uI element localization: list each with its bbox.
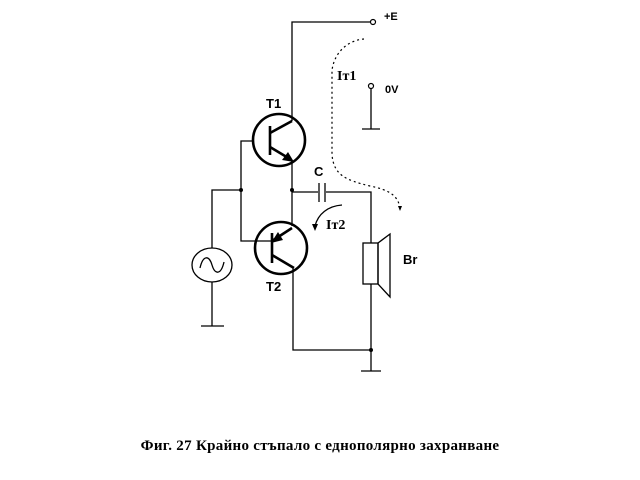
transistor-t2-collector <box>271 253 295 270</box>
transistor-t2-emitter-arrow-icon <box>271 232 283 243</box>
loudspeaker-br <box>361 232 391 372</box>
zero-volt-label: 0V <box>385 84 399 96</box>
current-label-t2: Iт2 <box>326 218 345 233</box>
ac-signal-source <box>191 189 241 327</box>
return-wire <box>292 268 371 351</box>
speaker-coil <box>362 242 379 285</box>
transistor-t2-label: T2 <box>266 279 281 294</box>
base-wire <box>240 140 253 242</box>
current-path-t2 <box>314 204 343 227</box>
supply-positive-terminal <box>369 18 377 26</box>
speaker-label: Br <box>403 252 417 267</box>
supply-positive-label: +E <box>384 11 398 23</box>
transistor-t1 <box>251 112 307 168</box>
current-label-t1: Iт1 <box>337 69 356 84</box>
transistor-t2-body <box>253 220 309 276</box>
sine-wave-icon <box>199 257 225 273</box>
current-arrow-t2 <box>312 224 318 231</box>
transistor-t1-emitter-arrow-icon <box>282 152 294 162</box>
junction-dot <box>290 188 294 192</box>
capacitor-c <box>292 183 372 243</box>
zero-volt-terminal <box>362 82 380 130</box>
capacitor-label: C <box>314 164 324 179</box>
current-arrow-t1 <box>398 206 402 211</box>
supply-positive-wire <box>291 18 377 115</box>
speaker-cone-icon <box>377 232 391 299</box>
figure-caption: Фиг. 27 Крайно стъпало с еднополярно зах… <box>140 438 500 454</box>
transistor-t1-label: T1 <box>266 96 281 111</box>
current-path-t1 <box>331 38 401 209</box>
transistor-t1-body <box>251 112 307 168</box>
transistor-t1-collector <box>269 119 293 135</box>
transistor-t2 <box>253 220 309 276</box>
